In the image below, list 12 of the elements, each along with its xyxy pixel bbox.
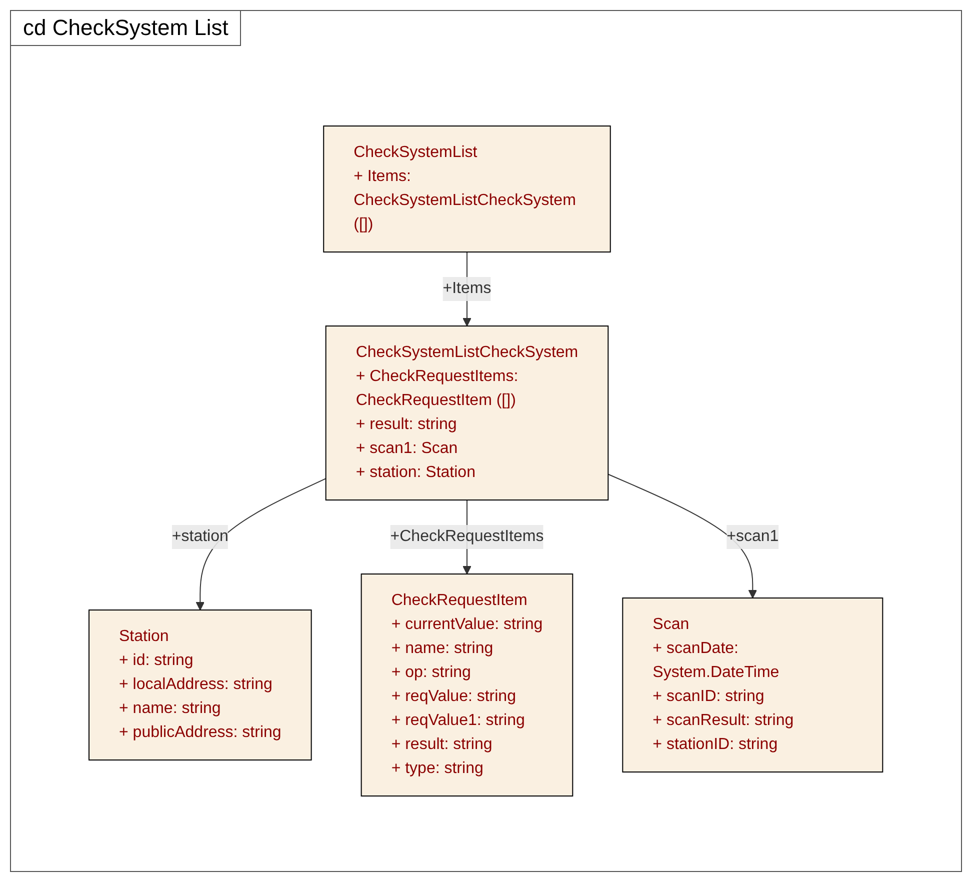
node-box: Scan + scanDate: System.DateTime + scanID: string + scanResult: string + stationID: string <box>622 598 884 772</box>
node-box: CheckSystemList + Items: CheckSystemListCheckSystem ([]) <box>323 126 612 252</box>
node-box: CheckSystemListCheckSystem + CheckRequestItems: CheckRequestItem ([]) + result: string + scan1: Scan + station: Station <box>326 326 609 500</box>
arrow <box>608 474 758 598</box>
node-box: Station + id: string + localAddress: string + name: string + publicAddress: string <box>88 610 312 760</box>
edge-label: +scan1 <box>726 528 779 545</box>
diagram-title: cd CheckSystem List <box>11 11 242 46</box>
edge-label: +station <box>172 528 229 545</box>
edge-label: +Items <box>442 280 492 297</box>
node-box: CheckRequestItem + currentValue: string + name: string + op: string + reqValue: string + reqValue1: string + result: string + type: string <box>360 574 574 796</box>
arrow <box>196 478 326 610</box>
edge-label: +CheckRequestItems <box>390 528 544 545</box>
